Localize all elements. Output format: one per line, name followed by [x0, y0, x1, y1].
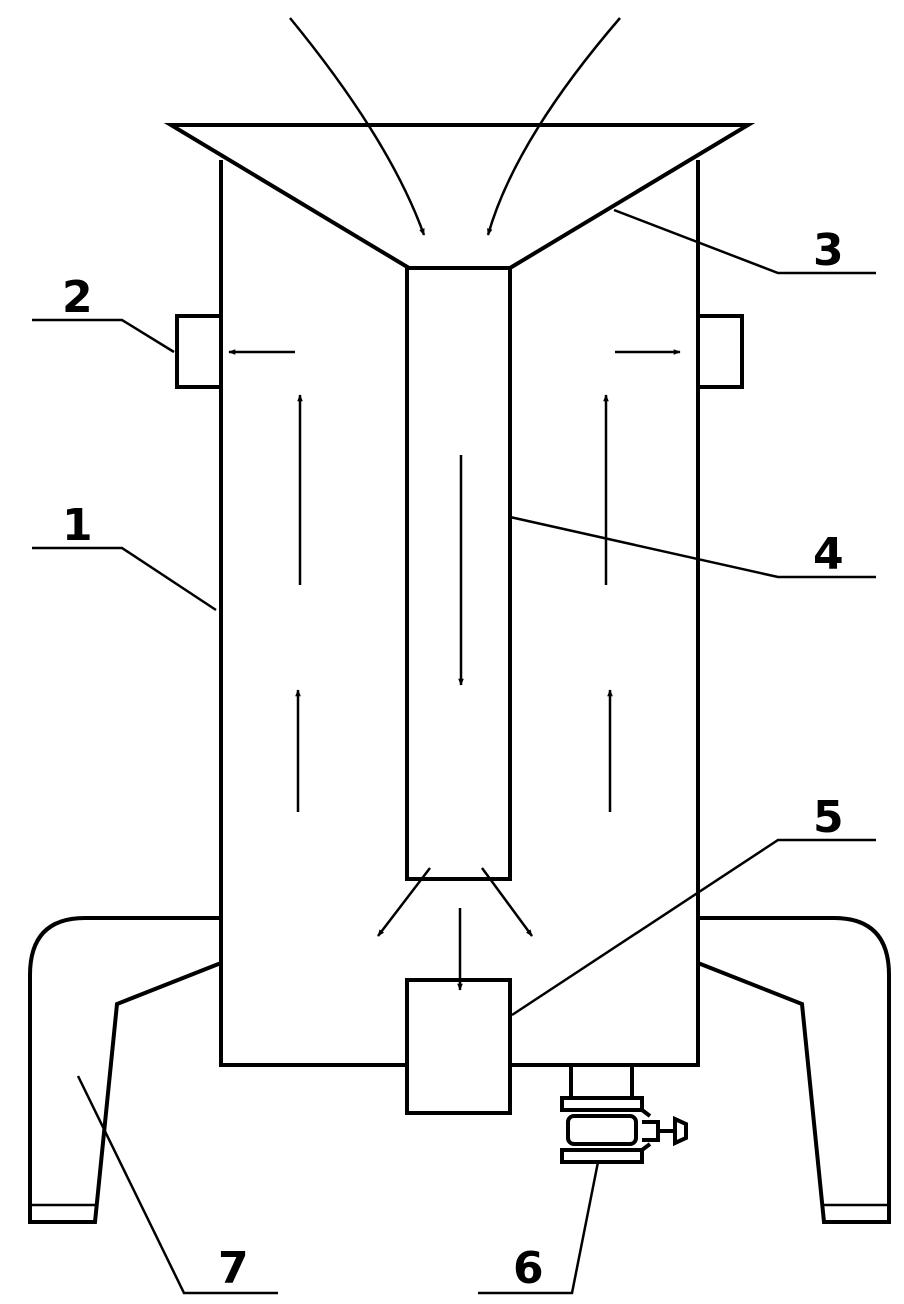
callout-6: 6 [478, 1161, 600, 1295]
callout-3: 3 [613, 208, 876, 276]
part-number-4: 4 [813, 529, 844, 580]
inflow-arrow-left [289, 17, 426, 236]
part-number-5: 5 [813, 792, 844, 843]
part-number-7: 7 [218, 1243, 249, 1294]
valve [560, 1065, 688, 1164]
support-leg-left [28, 916, 222, 1224]
part-number-6: 6 [513, 1243, 544, 1294]
inflow-arrow-right [486, 17, 621, 236]
callout-1: 1 [32, 500, 217, 612]
exit-arrow-right [480, 867, 534, 937]
callout-7: 7 [76, 1075, 278, 1295]
exit-arrow-left [377, 867, 431, 937]
funnel [163, 123, 756, 270]
inner-tube [405, 266, 512, 881]
outlet-port-right [698, 314, 744, 389]
outlet-port-left [175, 314, 221, 389]
callout-5: 5 [511, 792, 876, 1017]
support-leg-right [697, 916, 891, 1224]
part-number-1: 1 [62, 500, 93, 551]
callout-2: 2 [32, 272, 175, 354]
callout-4: 4 [509, 515, 876, 580]
part-number-2: 2 [62, 272, 93, 323]
part-number-3: 3 [813, 225, 844, 276]
filter-box [405, 978, 512, 1115]
